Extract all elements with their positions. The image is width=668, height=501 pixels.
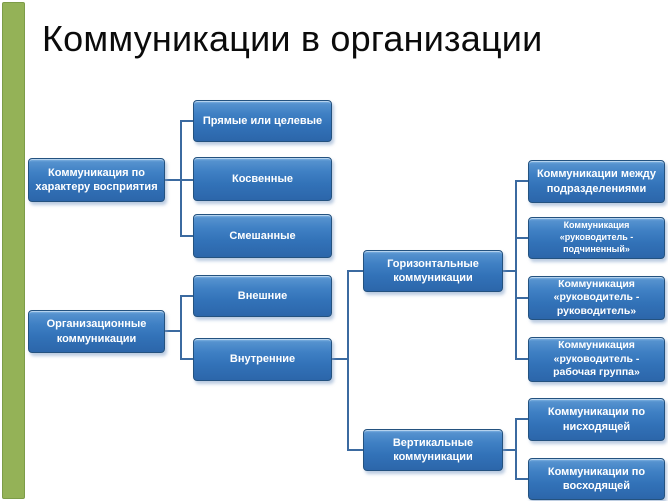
- node-vertical: Вертикальные коммуникации: [363, 429, 503, 471]
- slide-title: Коммуникации в организации: [42, 18, 543, 59]
- connector: [180, 120, 182, 237]
- node-downward: Коммуникации по нисходящей: [528, 398, 665, 441]
- connector: [165, 330, 181, 332]
- connector: [180, 295, 182, 360]
- node-internal: Внутренние: [193, 338, 332, 381]
- connector: [349, 270, 363, 272]
- node-mixed: Смешанные: [193, 214, 332, 258]
- connector: [332, 358, 348, 360]
- connector: [517, 418, 528, 420]
- node-upward: Коммуникации по восходящей: [528, 458, 665, 500]
- connector: [515, 418, 517, 480]
- node-external: Внешние: [193, 275, 332, 317]
- connector: [517, 478, 528, 480]
- node-perception: Коммуникация по характеру восприятия: [28, 158, 165, 202]
- connector: [347, 270, 349, 451]
- node-leader-workgroup: Коммуникация «руководитель - рабочая гру…: [528, 337, 665, 382]
- connector: [182, 295, 193, 297]
- connector: [517, 180, 528, 182]
- node-leader-leader: Коммуникация «руководитель - руководител…: [528, 276, 665, 320]
- connector: [517, 297, 528, 299]
- connector: [165, 179, 193, 181]
- node-organizational: Организационные коммуникации: [28, 310, 165, 353]
- connector: [182, 358, 193, 360]
- connector: [182, 120, 193, 122]
- connector: [349, 449, 363, 451]
- node-horizontal: Горизонтальные коммуникации: [363, 250, 503, 292]
- connector: [182, 235, 193, 237]
- connector: [515, 180, 517, 360]
- node-between-units: Коммуникации между подразделениями: [528, 160, 665, 203]
- connector: [517, 237, 528, 239]
- connector: [517, 358, 528, 360]
- node-direct: Прямые или целевые: [193, 100, 332, 142]
- accent-bar: [2, 2, 25, 499]
- node-indirect: Косвенные: [193, 157, 332, 201]
- connector: [503, 449, 516, 451]
- connector: [503, 270, 516, 272]
- node-leader-subordinate: Коммуникация «руководитель - подчиненный…: [528, 217, 665, 259]
